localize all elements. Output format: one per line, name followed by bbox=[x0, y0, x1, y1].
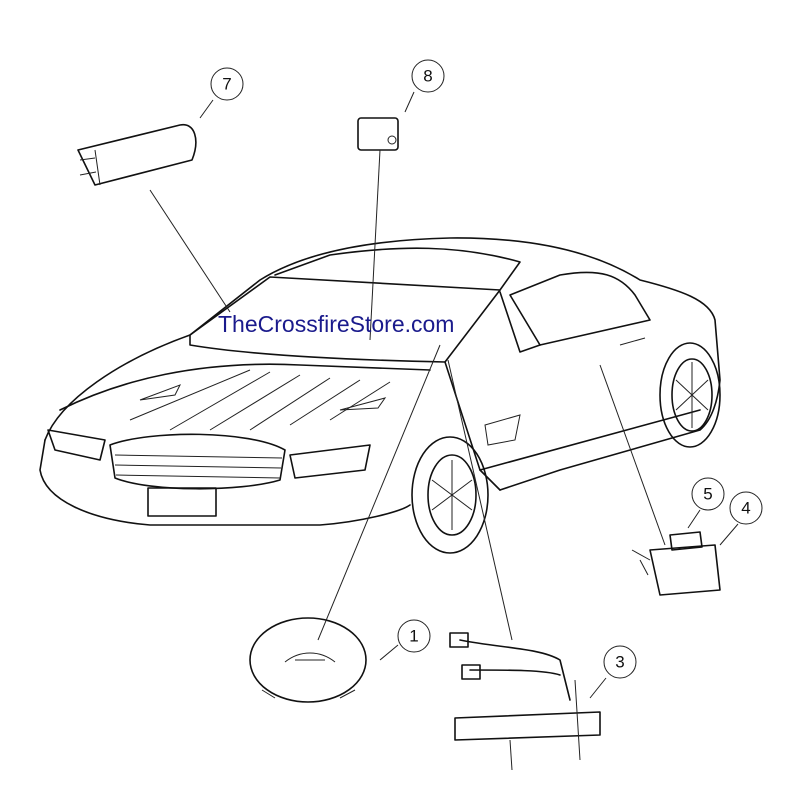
callout-label: 5 bbox=[703, 485, 712, 504]
callout-label: 8 bbox=[423, 67, 432, 86]
part-7-airbag-module[interactable] bbox=[77, 124, 197, 186]
part-1-steering-wheel-airbag[interactable] bbox=[249, 617, 367, 703]
callout-3[interactable]: 3 bbox=[603, 645, 637, 679]
callout-4[interactable]: 4 bbox=[729, 491, 763, 525]
part-3-clockspring-sensor[interactable] bbox=[449, 632, 601, 771]
callout-7[interactable]: 7 bbox=[210, 67, 244, 101]
callout-label: 4 bbox=[741, 499, 750, 518]
part-4-5-impact-sensor[interactable] bbox=[631, 531, 721, 596]
part-8-switch[interactable] bbox=[357, 117, 399, 151]
callout-5[interactable]: 5 bbox=[691, 477, 725, 511]
callout-label: 7 bbox=[222, 75, 231, 94]
car-illustration bbox=[39, 237, 721, 554]
callout-label: 1 bbox=[409, 627, 418, 646]
callout-label: 3 bbox=[615, 653, 624, 672]
leader-lines bbox=[149, 91, 739, 699]
callout-8[interactable]: 8 bbox=[411, 59, 445, 93]
callout-1[interactable]: 1 bbox=[397, 619, 431, 653]
watermark-text: TheCrossfireStore.com bbox=[218, 311, 455, 337]
